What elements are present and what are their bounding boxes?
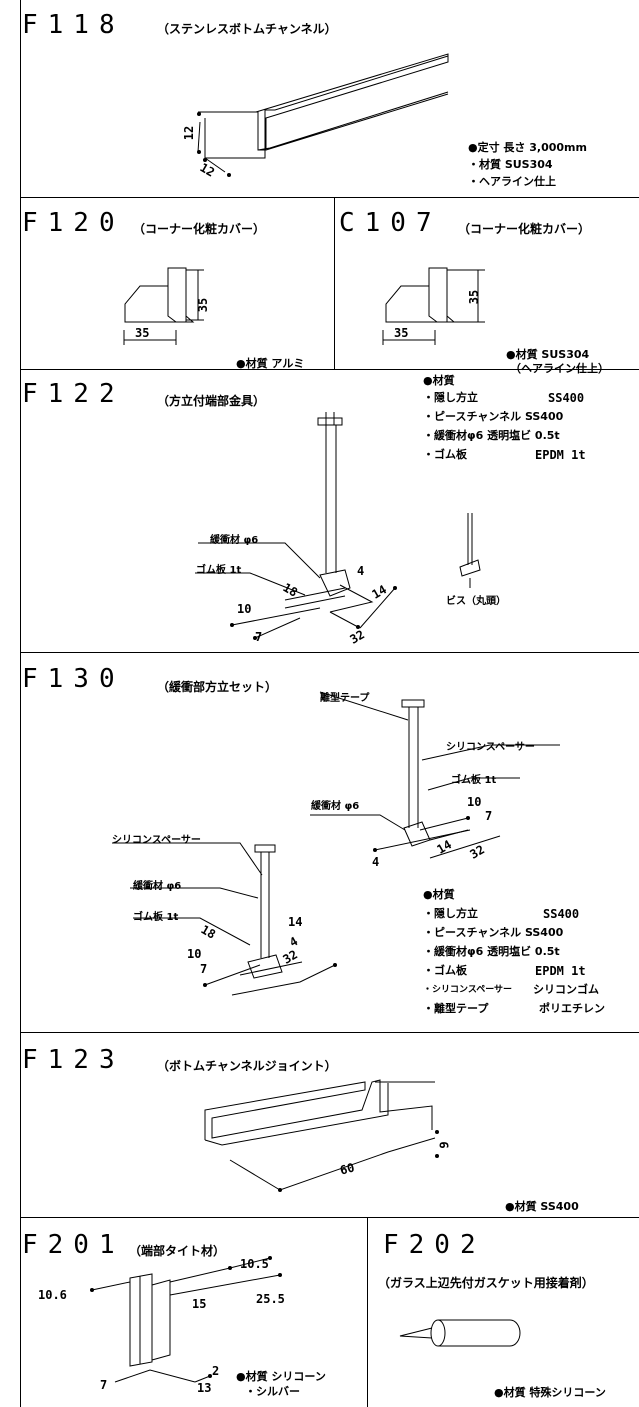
f130-assembly-drawing [0, 0, 639, 1040]
f118-spec-2: ・材質 SUS304 [468, 158, 553, 171]
divider-2 [20, 369, 639, 370]
f122-spec-1: ・隠し方立 [423, 391, 478, 404]
f130-code: F130 [22, 664, 125, 694]
f130-spec-9: ・離型テープ [423, 1002, 489, 1015]
c107-title: （コーナー化粧カバー） [458, 222, 591, 236]
left-border [20, 0, 21, 1407]
f122-spec-3: ・ピースチャンネル SS400 [423, 410, 564, 423]
divider-3 [20, 652, 639, 653]
f130-spec-6: EPDM 1t [535, 964, 586, 978]
f130-label-rubber: ゴム板 1t [451, 775, 497, 786]
f122-code: F122 [22, 379, 125, 409]
f201-dim-d: 25.5 [256, 1292, 285, 1306]
f202-code: F202 [383, 1230, 486, 1260]
f130-label-rubber2: ゴム板 1t [133, 912, 179, 923]
f130-label-cushion2: 緩衝材 φ6 [133, 881, 182, 892]
f123-joint-drawing [0, 0, 439, 1192]
f201-dim-f: 7 [100, 1378, 108, 1392]
f118-spec-1: ●定寸 長さ 3,000mm [468, 141, 587, 154]
f130-spec-8: シリコンゴム [533, 983, 599, 996]
f130-dim-10: 10 [467, 795, 482, 809]
f130-label-cushion: 緩衝材 φ6 [311, 801, 360, 812]
f122-label-screw: ビス（丸頭） [446, 596, 506, 607]
f122-title: （方立付端部金具） [157, 394, 266, 408]
f130-spec-2: SS400 [543, 907, 580, 921]
f122-bracket-drawing [0, 0, 639, 640]
f201-title: （端部タイト材） [129, 1244, 226, 1258]
f120-code: F120 [22, 208, 125, 238]
f122-spec-5: ・ゴム板 [423, 448, 467, 461]
f122-spec-4: ・緩衝材φ6 透明塩ビ 0.5t [423, 429, 560, 442]
f130-label-spacer: シリコンスペーサー [446, 742, 535, 753]
divider-4 [20, 1032, 639, 1033]
f122-dim-7: 7 [255, 630, 263, 644]
f122-label-cushion: 緩衝材 φ6 [210, 535, 259, 546]
f130-spec-5: ・ゴム板 [423, 964, 467, 977]
f118-code: F118 [22, 10, 125, 40]
c107-spec-2: （ヘアライン仕上） [510, 362, 609, 375]
f122-label-rubber: ゴム板 1t [196, 565, 242, 576]
f201-dim-b: 10.5 [240, 1257, 269, 1271]
f130-dim-7: 7 [485, 809, 493, 823]
c107-cover-drawing [0, 0, 639, 400]
f130-dim-e7: 7 [200, 962, 208, 976]
f201-spec-2: ・シルバー [245, 1385, 300, 1398]
f120-cover-drawing [0, 0, 639, 400]
f120-title: （コーナー化粧カバー） [133, 222, 266, 236]
f118-spec-3: ・ヘアライン仕上 [468, 175, 556, 188]
f123-title: （ボトムチャンネルジョイント） [157, 1059, 337, 1073]
c107-code: C107 [339, 208, 442, 238]
f130-spec-3: ・ピースチャンネル SS400 [423, 926, 564, 939]
f130-spec-0: ●材質 [423, 888, 455, 901]
c107-spec-1: ●材質 SUS304 [506, 348, 590, 361]
f130-spec-10: ポリエチレン [539, 1002, 605, 1015]
f202-title: （ガラス上辺先付ガスケット用接着剤） [378, 1276, 594, 1290]
f130-label-release: 離型テープ [320, 693, 370, 704]
f120-spec-1: ●材質 アルミ [236, 357, 305, 370]
vdivider-b [367, 1217, 368, 1407]
f130-label-spacer2: シリコンスペーサー [112, 835, 201, 846]
divider-5 [20, 1217, 639, 1218]
f130-dim-e14: 14 [288, 915, 303, 929]
f202-spec-1: ●材質 特殊シリコーン [494, 1386, 606, 1399]
f201-dim-g: 13 [197, 1381, 212, 1395]
f130-spec-1: ・隠し方立 [423, 907, 478, 920]
f130-title: （緩衝部方立セット） [157, 680, 278, 694]
f130-dim-4: 4 [372, 855, 380, 869]
f130-spec-4: ・緩衝材φ6 透明塩ビ 0.5t [423, 945, 560, 958]
vdivider-a [334, 197, 335, 369]
f122-spec-2: SS400 [548, 391, 585, 405]
f201-dim-c: 15 [192, 1297, 207, 1311]
f201-dim-e: 2 [212, 1364, 220, 1378]
f123-spec-1: ●材質 SS400 [505, 1200, 579, 1213]
f201-spec-1: ●材質 シリコーン [236, 1370, 326, 1383]
f201-code: F201 [22, 1230, 125, 1260]
f201-dim-a: 10.6 [38, 1288, 67, 1302]
f130-spec-7: ・シリコンスペーサー [423, 985, 513, 995]
f130-dim-e10: 10 [187, 947, 202, 961]
c107-dim-w: 35 [394, 326, 409, 340]
f122-dim-10: 10 [237, 602, 252, 616]
f123-code: F123 [22, 1045, 125, 1075]
f120-dim-w: 35 [135, 326, 150, 340]
f122-spec-0: ●材質 [423, 374, 455, 387]
f122-dim-4: 4 [357, 564, 365, 578]
divider-1 [20, 197, 639, 198]
f118-channel-drawing [197, 0, 639, 177]
f118-title: （ステンレスボトムチャンネル） [157, 22, 337, 36]
f122-spec-6: EPDM 1t [535, 448, 586, 462]
